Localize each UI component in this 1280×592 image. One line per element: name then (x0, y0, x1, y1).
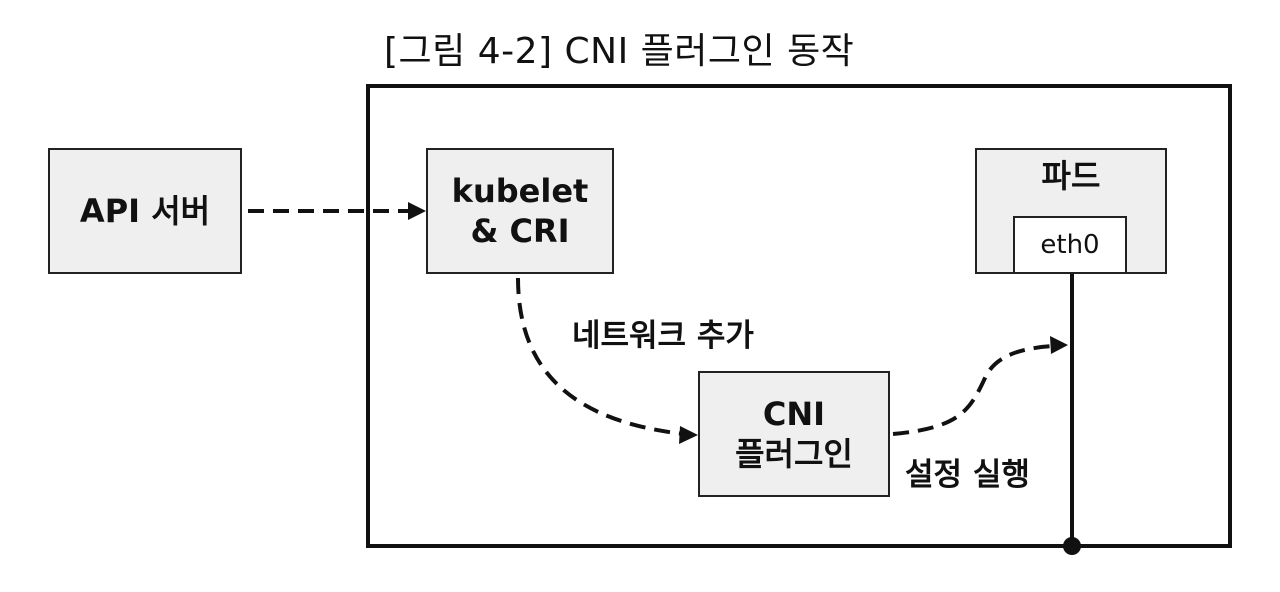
kubelet-to-cni-arrow (516, 277, 685, 436)
add-network-label: 네트워크 추가 (572, 318, 754, 354)
pod-label: 파드 (1041, 157, 1101, 195)
figure-title: [그림 4-2] CNI 플러그인 동작 (384, 31, 855, 72)
eth0-interface-box: eth0 (1013, 216, 1127, 274)
node-boundary (366, 84, 1232, 548)
plugin-label: 플러그인 (735, 435, 853, 473)
cni-plugin-box: CNI 플러그인 (698, 371, 890, 497)
eth0-connection-dot (1063, 537, 1081, 555)
execute-config-label: 설정 실행 (905, 457, 1030, 493)
api-server-label: API 서버 (79, 192, 211, 230)
cri-label: & CRI (470, 212, 570, 250)
cni-label: CNI (762, 395, 826, 433)
api-to-kubelet-arrowhead (408, 202, 426, 220)
kubelet-to-cni-arrowhead (679, 426, 698, 444)
cni-to-eth0-arrow (892, 344, 1055, 436)
cni-to-eth0-arrowhead (1050, 336, 1068, 354)
eth0-label: eth0 (1040, 230, 1100, 260)
kubelet-label: kubelet (451, 172, 589, 210)
api-server-box: API 서버 (48, 148, 242, 274)
kubelet-cri-box: kubelet & CRI (426, 148, 614, 274)
